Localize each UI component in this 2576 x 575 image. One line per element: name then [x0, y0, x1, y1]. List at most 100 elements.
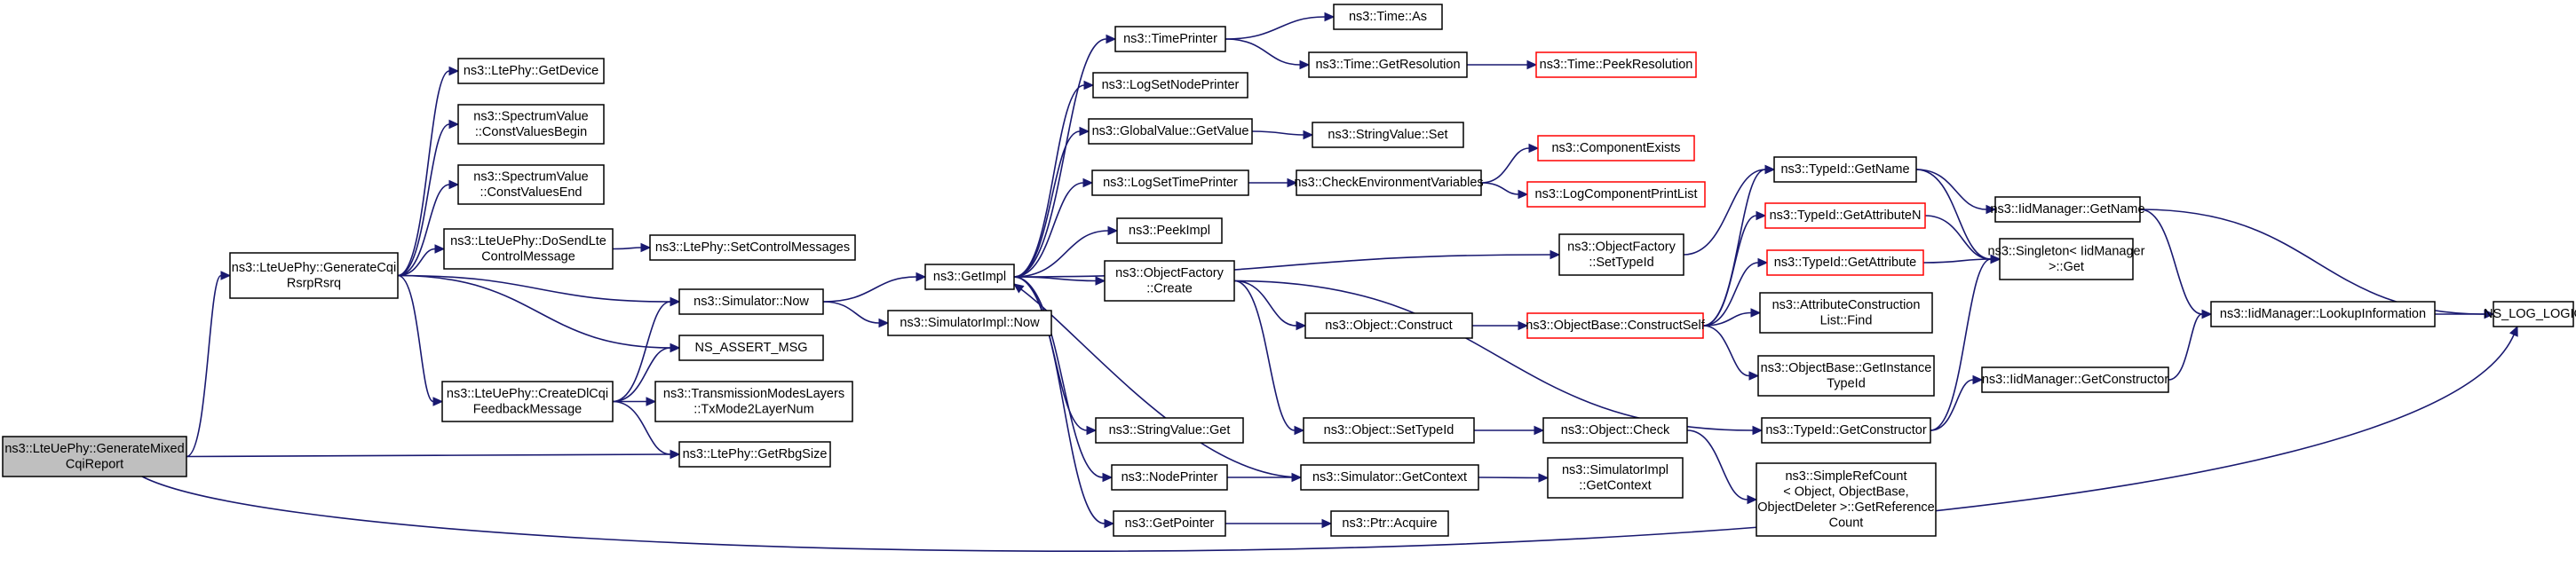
- arrowhead: [1538, 473, 1550, 483]
- node-label: ns3::Time::As: [1349, 10, 1427, 24]
- node-gvget[interactable]: ns3::GlobalValue::GetValue: [1088, 118, 1253, 145]
- node-ofcreate[interactable]: ns3::ObjectFactory::Create: [1104, 260, 1235, 302]
- node-getpointer[interactable]: ns3::GetPointer: [1113, 510, 1226, 537]
- node-logcompprint[interactable]: ns3::LogComponentPrintList: [1526, 181, 1706, 208]
- node-box: [1111, 464, 1228, 491]
- node-simnow[interactable]: ns3::Simulator::Now: [678, 288, 824, 315]
- node-iidgetname[interactable]: ns3::IidManager::GetName: [1990, 196, 2145, 223]
- arrowhead: [1764, 164, 1776, 175]
- edge-line: [1013, 84, 1085, 278]
- edge-line: [612, 247, 642, 250]
- arrowhead: [1757, 257, 1769, 268]
- node-setctrl[interactable]: ns3::LtePhy::SetControlMessages: [649, 234, 856, 261]
- node-createdl[interactable]: ns3::LteUePhy::CreateDlCqiFeedbackMessag…: [441, 381, 614, 422]
- arrowhead: [1747, 494, 1758, 505]
- node-typeidgetattr[interactable]: ns3::TypeId::GetAttribute: [1766, 249, 1924, 276]
- node-obconstructself[interactable]: ns3::ObjectBase::ConstructSelf: [1526, 312, 1706, 339]
- node-iidgetctor[interactable]: ns3::IidManager::GetConstructor: [1981, 366, 2169, 393]
- edge-line: [397, 274, 671, 303]
- node-ofsettypeid[interactable]: ns3::ObjectFactory::SetTypeId: [1558, 233, 1684, 276]
- edge-ofcreate-to-objsettypeid: [1233, 280, 1305, 436]
- node-label: FeedbackMessage: [473, 402, 583, 416]
- node-checkenv[interactable]: ns3::CheckEnvironmentVariables: [1294, 169, 1484, 196]
- node-label: ns3::PeekImpl: [1129, 224, 1210, 238]
- node-iidlookup[interactable]: ns3::IidManager::LookupInformation: [2210, 301, 2436, 327]
- node-simgetctx[interactable]: ns3::Simulator::GetContext: [1300, 464, 1479, 491]
- node-typeidgetname[interactable]: ns3::TypeId::GetName: [1773, 156, 1917, 183]
- node-simimplgetctx[interactable]: ns3::SimulatorImpl::GetContext: [1547, 457, 1684, 499]
- node-label: ns3::ObjectFactory: [1567, 240, 1676, 254]
- node-typeidgetattrn[interactable]: ns3::TypeId::GetAttributeN: [1764, 202, 1926, 229]
- node-logsetnode[interactable]: ns3::LogSetNodePrinter: [1092, 72, 1248, 98]
- node-simpleref[interactable]: ns3::SimpleRefCount< Object, ObjectBase,…: [1756, 462, 1937, 537]
- node-getdevice[interactable]: ns3::LtePhy::GetDevice: [457, 58, 605, 84]
- node-label: CqiReport: [66, 457, 123, 471]
- node-box: [1558, 233, 1684, 276]
- node-label: ns3::Object::Check: [1561, 423, 1670, 437]
- node-logsettime[interactable]: ns3::LogSetTimePrinter: [1091, 169, 1249, 196]
- node-svget[interactable]: ns3::StringValue::Get: [1095, 417, 1244, 444]
- node-box: [1759, 292, 1933, 334]
- node-nodeprinter[interactable]: ns3::NodePrinter: [1111, 464, 1228, 491]
- edge-line: [1233, 280, 1297, 327]
- edge-line: [1251, 130, 1304, 136]
- edge-getimpl-to-gvget: [1013, 126, 1090, 278]
- node-txmode[interactable]: ns3::TransmissionModesLayers::TxMode2Lay…: [654, 381, 853, 422]
- node-label: < Object, ObjectBase,: [1783, 484, 1908, 499]
- node-label: ns3::Object::SetTypeId: [1324, 423, 1454, 437]
- edge-line: [2168, 313, 2203, 381]
- node-getrbg[interactable]: ns3::LtePhy::GetRbgSize: [678, 441, 831, 468]
- node-box: [1092, 72, 1248, 98]
- node-cvbegin[interactable]: ns3::SpectrumValue::ConstValuesBegin: [457, 104, 605, 145]
- arrowhead: [448, 179, 460, 190]
- arrowhead: [1756, 210, 1767, 221]
- node-label: ns3::Simulator::Now: [694, 295, 809, 309]
- node-ptracquire[interactable]: ns3::Ptr::Acquire: [1330, 510, 1449, 537]
- node-box: [649, 234, 856, 261]
- edge-simnow-to-simimplnow: [822, 301, 890, 328]
- node-box: [1526, 181, 1706, 208]
- node-svset[interactable]: ns3::StringValue::Set: [1312, 122, 1464, 148]
- node-objsettypeid[interactable]: ns3::Object::SetTypeId: [1303, 417, 1475, 444]
- node-label: ::GetContext: [1579, 478, 1651, 492]
- edge-gencqi-to-cvbegin: [397, 119, 460, 277]
- node-singletonget[interactable]: ns3::Singleton< IidManager>::Get: [1988, 238, 2145, 280]
- node-simimplnow[interactable]: ns3::SimulatorImpl::Now: [887, 310, 1052, 336]
- arrowhead: [670, 449, 681, 460]
- node-assert[interactable]: NS_ASSERT_MSG: [678, 335, 824, 361]
- edge-iidlookup-to-logic: [2434, 309, 2495, 319]
- edge-getimpl-to-getpointer: [1013, 276, 1115, 529]
- node-logic[interactable]: NS_LOG_LOGIC: [2484, 301, 2576, 327]
- node-compexists[interactable]: ns3::ComponentExists: [1537, 135, 1695, 161]
- node-timeprinter[interactable]: ns3::TimePrinter: [1114, 26, 1226, 52]
- node-objcheck[interactable]: ns3::Object::Check: [1542, 417, 1688, 444]
- node-typeidgetctor[interactable]: ns3::TypeId::GetConstructor: [1761, 417, 1931, 444]
- node-box: [1981, 366, 2169, 393]
- node-box: [678, 335, 824, 361]
- edge-ofcreate-to-typeidgetctor: [1233, 280, 1764, 436]
- edge-line: [1915, 169, 1987, 210]
- node-timepeekres[interactable]: ns3::Time::PeekResolution: [1535, 51, 1697, 78]
- edge-obconstructself-to-typeidgetattr: [1702, 257, 1769, 327]
- node-getimpl[interactable]: ns3::GetImpl: [924, 264, 1015, 290]
- node-objconstruct[interactable]: ns3::Object::Construct: [1304, 312, 1473, 339]
- edge-timeprinter-to-timegetres: [1225, 38, 1311, 70]
- edge-line: [612, 301, 671, 403]
- edge-getimpl-to-peekimpl: [1013, 225, 1119, 278]
- node-label: ns3::LtePhy::GetRbgSize: [683, 447, 828, 461]
- edge-line: [1480, 147, 1530, 184]
- node-cvend[interactable]: ns3::SpectrumValue::ConstValuesEnd: [457, 164, 605, 205]
- node-label: ns3::ComponentExists: [1551, 141, 1680, 155]
- edge-line: [1013, 130, 1081, 278]
- node-box: [1312, 122, 1464, 148]
- node-timeas[interactable]: ns3::Time::As: [1333, 4, 1443, 30]
- node-peekimpl[interactable]: ns3::PeekImpl: [1116, 217, 1223, 244]
- node-timegetres[interactable]: ns3::Time::GetResolution: [1308, 51, 1468, 78]
- node-label: ns3::SpectrumValue: [473, 169, 589, 184]
